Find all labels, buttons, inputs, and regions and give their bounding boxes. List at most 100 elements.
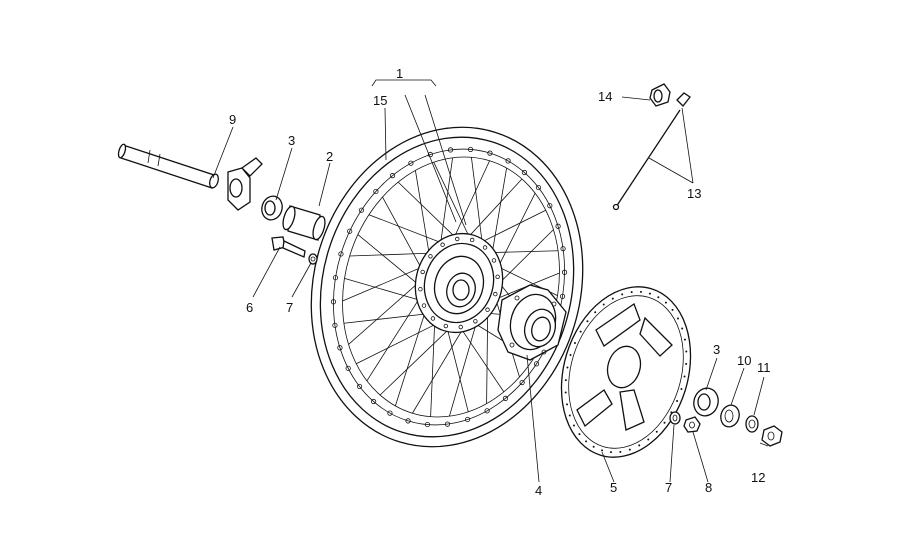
spacer-ring — [720, 404, 740, 428]
hub-holes-group — [418, 236, 500, 330]
spoke-nipple-mark — [505, 158, 511, 164]
spoke-nipple-mark — [561, 269, 568, 275]
spoke-nipple-mark — [370, 398, 377, 405]
hub-spoke-hole — [455, 236, 460, 242]
callout-labels: 1 15 9 3 2 6 7 14 13 3 10 11 4 5 7 8 12 — [229, 66, 771, 498]
disc-hole — [566, 366, 569, 369]
disc-hole — [573, 341, 576, 344]
callout-9: 9 — [229, 112, 236, 127]
spoke-nipple-mark — [405, 418, 411, 424]
disc-hole — [663, 421, 666, 424]
spoke-nipple-mark — [464, 416, 471, 423]
disc-hole — [564, 379, 567, 382]
spoke-nipple-mark — [338, 251, 344, 257]
spoke-nipples-group — [330, 146, 568, 428]
spoke-nipple-mark — [424, 421, 431, 428]
spoke-line — [445, 322, 469, 412]
disc-hole — [609, 451, 612, 454]
disc-hole — [683, 338, 686, 341]
disc-hole — [664, 301, 667, 304]
spoke-line — [349, 252, 437, 257]
disc-hole — [573, 424, 576, 427]
disc-hole — [676, 400, 679, 403]
disc-hole — [621, 293, 624, 296]
brake-disc — [560, 286, 692, 458]
spoke-nipple-mark — [389, 173, 396, 179]
spoke-nipple-mark — [559, 293, 566, 299]
spoke-nipple-mark — [535, 184, 542, 191]
spoke-line — [430, 316, 436, 417]
callout-4: 4 — [535, 483, 542, 498]
spoke-line — [356, 320, 442, 365]
spoke-line — [357, 234, 423, 289]
hub-spoke-hole — [493, 291, 498, 297]
callout-7-left: 7 — [286, 300, 293, 315]
spoke-nipple-mark — [337, 345, 343, 351]
disc-hole — [683, 375, 686, 378]
hub-spoke-hole — [491, 258, 497, 263]
spoke-nipple-mark — [487, 150, 493, 156]
oil-seal — [745, 415, 759, 433]
disc-hole — [569, 354, 572, 357]
disc-hole — [655, 430, 658, 433]
wheel-rim-with-spokes — [310, 126, 584, 448]
hub-spoke-hole — [485, 307, 490, 312]
disc-hole — [671, 308, 674, 311]
spoke-line — [490, 168, 508, 260]
spoke-line — [343, 312, 432, 324]
bearing-left — [261, 195, 283, 221]
callout-5: 5 — [610, 480, 617, 495]
leader-lines — [212, 79, 769, 483]
disc-hole — [601, 449, 604, 452]
disc-hole — [578, 433, 581, 436]
hub-spoke-hole — [482, 245, 488, 250]
spoke-line — [494, 229, 554, 288]
nut — [683, 416, 701, 433]
spoke-line — [433, 162, 473, 244]
wheel-hub — [414, 232, 504, 334]
callout-6: 6 — [246, 300, 253, 315]
callout-10: 10 — [737, 353, 751, 368]
hub-spoke-hole — [458, 324, 463, 330]
spoke-line — [348, 278, 424, 345]
hub-spoke-hole — [420, 269, 425, 275]
bearing-right — [693, 387, 719, 417]
disc-hole — [619, 450, 622, 453]
spoke-nipple-mark — [444, 421, 451, 427]
spoke-nipple-mark — [521, 169, 528, 176]
brake-disc-flange — [497, 284, 567, 361]
spoke-nipple — [649, 83, 671, 107]
hub-spoke-hole — [428, 254, 433, 259]
spoke-line — [449, 316, 479, 417]
spoke-nipple-mark — [467, 146, 474, 153]
spokes-group — [342, 157, 560, 417]
spoke-nipple-mark — [332, 322, 338, 328]
spoke-nipple-mark — [519, 379, 525, 386]
spoke-nipple-mark — [345, 365, 351, 371]
bolt — [271, 236, 306, 258]
callout-11: 11 — [757, 360, 771, 375]
spoke-nipple-mark — [502, 395, 509, 401]
disc-hole — [638, 444, 641, 447]
callout-15: 15 — [373, 93, 387, 108]
callout-8: 8 — [705, 480, 712, 495]
disc-hole — [566, 403, 569, 406]
disc-hole — [647, 438, 650, 441]
axle-shaft — [117, 143, 219, 189]
disc-hole — [586, 320, 589, 323]
callout-13: 13 — [687, 186, 701, 201]
spoke-line — [366, 292, 424, 382]
disc-hole — [676, 317, 679, 320]
spoke-nipple-mark — [408, 160, 414, 166]
spoke-nipple-mark — [555, 223, 561, 229]
spoke-line — [463, 178, 523, 242]
spoke-nipple-mark — [387, 410, 393, 416]
spoke-line — [476, 209, 546, 246]
disc-hole — [594, 311, 597, 314]
spoke-line — [397, 181, 461, 242]
hub-spoke-hole — [473, 319, 478, 324]
spoke-nipple-mark — [547, 203, 553, 209]
hub-spoke-hole — [469, 237, 475, 243]
disc-hole — [630, 291, 633, 294]
